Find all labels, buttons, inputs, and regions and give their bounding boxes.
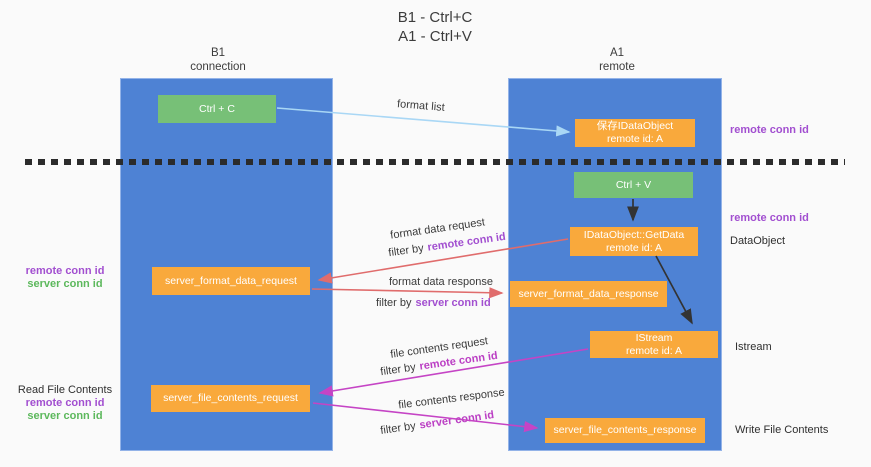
istream-line1: IStream — [635, 331, 673, 344]
left-server-conn-id-top: server conn id — [27, 278, 103, 290]
save-idataobject-box: 保存IDataObject remote id: A — [575, 119, 695, 147]
ctrl-c-label: Ctrl + C — [199, 102, 235, 115]
right-write-file-contents-label: Write File Contents — [735, 424, 829, 436]
left-read-file-contents-label: Read File Contents — [17, 384, 113, 396]
ctrl-c-box: Ctrl + C — [158, 95, 276, 123]
server-format-data-request-label: server_format_data_request — [165, 274, 297, 287]
server-format-data-response-box: server_format_data_response — [510, 281, 667, 307]
server-conn-id-text-2: server conn id — [418, 409, 495, 432]
lifeline-right-role: remote — [599, 61, 635, 73]
getdata-line2: remote id: A — [605, 241, 663, 254]
istream-line2: remote id: A — [625, 344, 683, 357]
server-format-data-request-box: server_format_data_request — [152, 267, 310, 295]
left-remote-conn-id-top: remote conn id — [25, 265, 105, 277]
lifeline-left-name: B1 — [210, 47, 226, 59]
server-file-contents-request-box: server_file_contents_request — [151, 385, 310, 412]
format-data-response-label: format data response — [389, 276, 493, 288]
ctrl-v-label: Ctrl + V — [615, 178, 652, 191]
istream-box: IStream remote id: A — [590, 331, 718, 358]
server-format-data-response-label: server_format_data_response — [518, 287, 659, 300]
ctrl-v-box: Ctrl + V — [574, 172, 693, 198]
left-remote-conn-id-bottom: remote conn id — [25, 397, 105, 409]
left-conn-id-group: remote conn id server conn id — [10, 265, 120, 291]
lifeline-left-header: B1 connection — [158, 46, 278, 74]
save-idataobject-line2: remote id: A — [606, 133, 664, 145]
lifeline-right-name: A1 — [609, 47, 625, 59]
right-dataobject-label: DataObject — [730, 235, 786, 247]
left-read-file-group: Read File Contents remote conn id server… — [10, 384, 120, 423]
format-data-response-arrow — [311, 287, 504, 299]
dashed-separator — [25, 159, 845, 165]
filter-by-text-4: filter by — [379, 420, 417, 437]
server-file-contents-response-box: server_file_contents_response — [545, 418, 705, 443]
server-conn-id-text-1: server conn id — [415, 297, 491, 309]
left-server-conn-id-bottom: server conn id — [27, 410, 103, 422]
title-line-1: B1 - Ctrl+C — [397, 9, 473, 26]
filter-by-text-1: filter by — [387, 242, 425, 260]
lifeline-left-role: connection — [190, 61, 246, 73]
filter-by-text-3: filter by — [379, 361, 417, 379]
right-remote-conn-id-mid: remote conn id — [730, 212, 809, 224]
title-line-2: A1 - Ctrl+V — [398, 28, 472, 45]
getdata-line1: IDataObject::GetData — [583, 228, 685, 241]
filter-by-text-2: filter by — [376, 297, 412, 309]
server-file-contents-response-label: server_file_contents_response — [553, 424, 697, 436]
right-remote-conn-id-top: remote conn id — [730, 124, 809, 136]
getdata-box: IDataObject::GetData remote id: A — [570, 227, 698, 256]
lifeline-right-header: A1 remote — [557, 46, 677, 74]
save-idataobject-line1: 保存IDataObject — [596, 120, 674, 132]
right-istream-label: Istream — [735, 341, 772, 353]
diagram-title: B1 - Ctrl+C A1 - Ctrl+V — [330, 8, 540, 46]
format-list-label: format list — [396, 98, 446, 114]
server-file-contents-request-label: server_file_contents_request — [163, 392, 298, 404]
